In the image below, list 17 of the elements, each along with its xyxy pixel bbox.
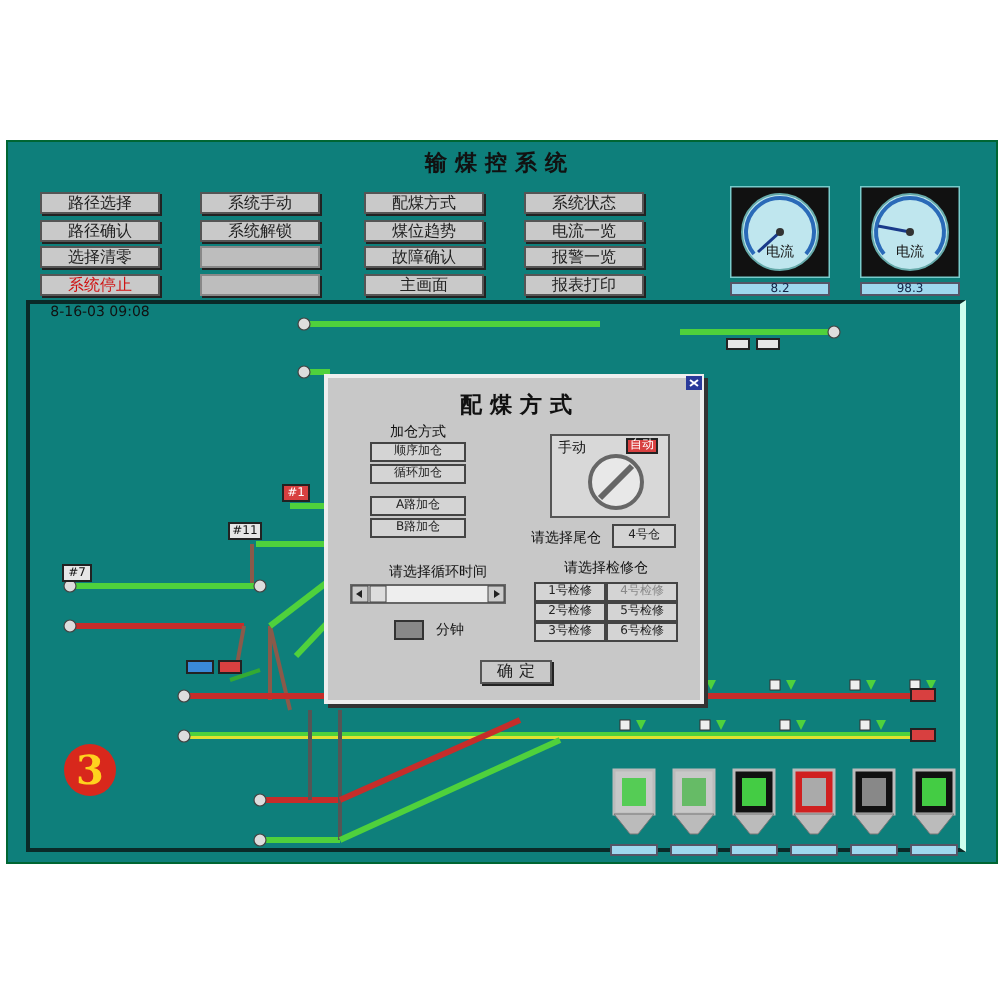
menu-button: 故障确认 <box>364 246 484 268</box>
menu-button: 报警一览 <box>524 246 644 268</box>
menu-button: 系统解锁 <box>200 220 320 242</box>
menu-button: 系统停止 <box>40 274 160 296</box>
page-title: 输煤控系统 <box>422 148 577 176</box>
menu-button: 系统状态 <box>524 192 644 214</box>
menu-button: 煤位趋势 <box>364 220 484 242</box>
dialog-title: 配煤方式 <box>458 392 582 418</box>
menu-button: 选择清零 <box>40 246 160 268</box>
menu-button: 路径确认 <box>40 220 160 242</box>
menu-button: 系统手动 <box>200 192 320 214</box>
menu-button: 电流一览 <box>524 220 644 242</box>
menu-button: 路径选择 <box>40 192 160 214</box>
menu-button: 配煤方式 <box>364 192 484 214</box>
menu-button: 主画面 <box>364 274 484 296</box>
menu-button: 报表打印 <box>524 274 644 296</box>
ok-button: 确 定 <box>480 660 552 684</box>
